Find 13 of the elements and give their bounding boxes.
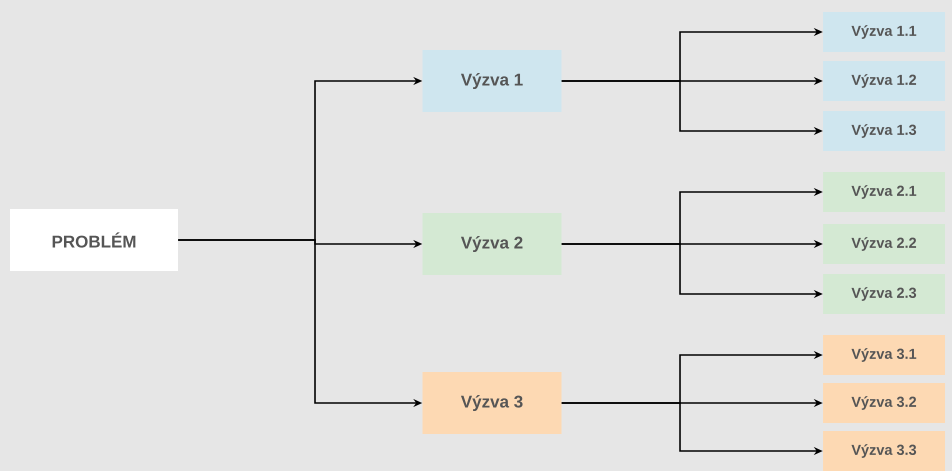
- sub-challenge-box: Výzva 1.3: [823, 111, 946, 151]
- sub-challenge-box: Výzva 3.3: [823, 431, 946, 471]
- sub-challenge-box: Výzva 3.1: [823, 335, 946, 375]
- sub-challenge-box: Výzva 2.3: [823, 274, 946, 314]
- challenge-box: Výzva 2: [422, 213, 562, 275]
- sub-challenge-box: Výzva 1.2: [823, 61, 946, 101]
- problem-box: PROBLÉM: [10, 209, 178, 271]
- sub-challenge-box: Výzva 1.1: [823, 12, 946, 52]
- challenge-box: Výzva 1: [422, 50, 562, 112]
- challenge-box: Výzva 3: [422, 372, 562, 434]
- sub-challenge-box: Výzva 2.2: [823, 224, 946, 264]
- sub-challenge-box: Výzva 3.2: [823, 383, 946, 423]
- sub-challenge-box: Výzva 2.1: [823, 172, 946, 212]
